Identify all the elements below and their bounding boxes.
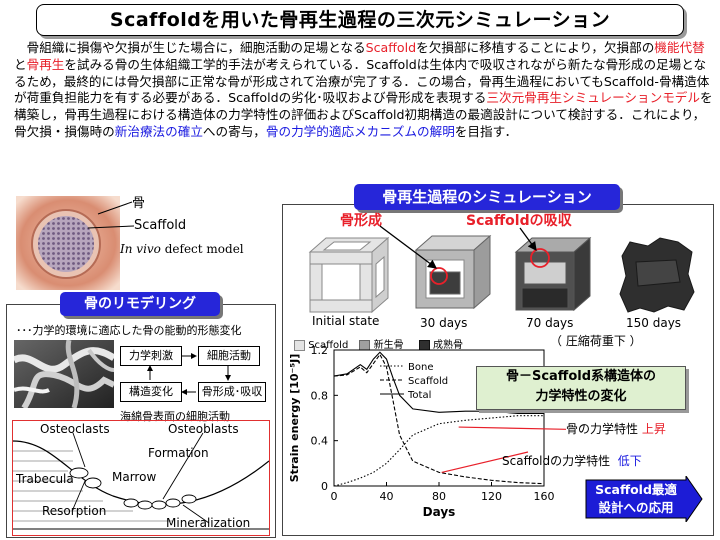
legend-label-total: Total [407,390,431,401]
arrow-bone-trend [458,426,567,430]
bone-property-text: 骨の力学特性 [566,422,639,436]
legend-mature-bone: 成熟骨 [433,340,464,351]
cell-activity-caption: 海綿骨表面の細胞活動 [120,410,230,423]
x-tick-label: 80 [432,490,446,503]
arrow-scaffold-absorption [519,227,537,252]
arrow-bone-formation [379,225,438,269]
x-tick-label: 120 [481,490,502,503]
simulation-title: 骨再生過程のシミュレーション [354,184,620,210]
series-line-scaffold [333,353,545,485]
x-tick-label: 0 [331,490,338,503]
cell-activity-diagram [12,420,270,536]
intro-segment: 骨再生 [26,56,65,72]
callout-line2: 力学特性の変化 [535,389,627,404]
legend-label-bone: Bone [408,362,433,373]
intro-segment: 機能代替 [654,40,705,55]
label-scaffold: Scaffold [134,218,187,233]
label-osteoclasts: Osteoclasts [40,422,110,436]
in-vivo-photo-graphic [16,196,120,290]
cube-initial [308,236,390,314]
bone-property-trend: 上昇 [641,422,666,436]
x-tick-label: 160 [534,490,555,503]
intro-segment: を試みる骨の生体組織工学的手法が考えられている．Scaffoldは生体内で吸収さ… [14,56,710,106]
highlight-scaffold-absorption [530,248,550,268]
sem-micrograph [12,339,116,410]
sem-micrograph-graphic [12,339,116,410]
label-osteoblasts: Osteoblasts [168,422,239,436]
design-arrow-text: Scaffold最適 設計への応用 [584,481,688,517]
cube-150days [619,237,695,313]
mechanical-change-callout: 骨－Scaffold系構造体の 力学特性の変化 [476,366,686,410]
box-cell-activity: 細胞活動 [198,346,260,366]
intro-segment: 三次元骨再生シミュレーションモデル [486,90,700,106]
stage-150days: 150 days [626,316,682,330]
intro-segment: を目指す． [454,123,518,139]
design-line2: 設計への応用 [598,500,674,515]
intro-segment: 新治療法の確立 [114,123,203,139]
series-line-bone [333,415,544,487]
in-vivo-photo [16,196,120,290]
intro-segment: への寄与， [202,123,266,139]
scaffold-property-trend: 低下 [617,454,642,468]
label-resorption: Resorption [42,504,107,518]
page-title: Scaffoldを用いた骨再生過程の三次元シミュレーション [36,4,684,36]
photo-leader-lines [87,201,135,229]
intro-segment: 骨組織に損傷や欠損が生じた場合に，細胞活動の足場となる [14,40,366,55]
box-formation-resorption: 骨形成･吸収 [198,382,266,402]
bone-property-label: 骨の力学特性 上昇 [566,420,666,437]
stage-initial: Initial state [312,314,380,328]
material-legend: Scaffold 新生骨 成熟骨 [294,336,463,351]
label-bone-formation: 骨形成 [340,213,382,229]
intro-segment: と [14,56,27,72]
in-vivo-caption-rest: defect model [160,242,244,256]
highlight-bone-formation [430,267,448,285]
x-tick-label: 40 [380,490,394,503]
intro-segment: を構築し，骨再生過程における構造体の力学特性の評価およびScaffold初期構造… [14,90,713,139]
remodeling-subtitle: ･･･力学的環境に適応した骨の能動的形態変化 [16,324,242,337]
simulation-stage-images [308,225,695,314]
cell-activity-graphic [12,432,270,530]
remodeling-title: 骨のリモデリング [60,292,220,316]
y-tick-label: 1.2 [311,344,329,357]
design-application-arrow: Scaffold最適 設計への応用 [584,476,704,522]
remodeling-cycle-arrows [147,353,231,395]
intro-segment: 骨の力学的適応メカニズムの解明 [265,123,455,139]
intro-paragraph: 骨組織に損傷や欠損が生じた場合に，細胞活動の足場となるScaffoldを欠損部に… [14,40,714,141]
design-line1: Scaffold最適 [595,482,677,497]
stage-30days: 30 days [420,316,468,330]
x-axis-label: Days [423,505,456,519]
page-title-text: Scaffoldを用いた骨再生過程の三次元シミュレーション [109,9,611,31]
label-scaffold-absorption: Scaffoldの吸収 [466,213,572,229]
scaffold-property-text: Scaffoldの力学特性 [502,454,611,468]
y-tick-label: 0.4 [311,435,329,448]
in-vivo-caption-italic: In vivo [120,242,161,256]
intro-segment: Scaffold [365,40,417,55]
arrow-scaffold-trend [441,451,529,473]
intro-segment: を欠損部に移植することにより，欠損部の [416,40,655,55]
scaffold-property-label: Scaffoldの力学特性 低下 [502,452,642,469]
compression-note: （ 圧縮荷重下 ） [550,334,642,348]
callout-line1: 骨－Scaffold系構造体の [505,369,657,384]
design-arrow-shape [585,476,703,522]
legend-scaffold: Scaffold [308,340,349,351]
label-trabecula: Trabecula [16,472,74,486]
label-marrow: Marrow [112,470,157,484]
label-bone: 骨 [132,196,146,211]
legend-new-bone: 新生骨 [373,340,404,351]
cube-70days [514,236,592,312]
y-tick-label: 0 [321,480,328,493]
label-mineralization: Mineralization [166,516,251,530]
label-formation: Formation [148,446,209,460]
stage-70days: 70 days [526,316,574,330]
legend-scaffold-swatch [294,339,305,351]
legend-label-scaffold: Scaffold [408,376,448,387]
y-tick-label: 0.8 [311,389,329,402]
series-line-total [333,351,544,415]
y-axis-label: Strain energy [10⁻⁵J] [288,354,301,483]
in-vivo-caption: In vivo defect model [120,242,244,256]
cube-30days [414,234,492,310]
